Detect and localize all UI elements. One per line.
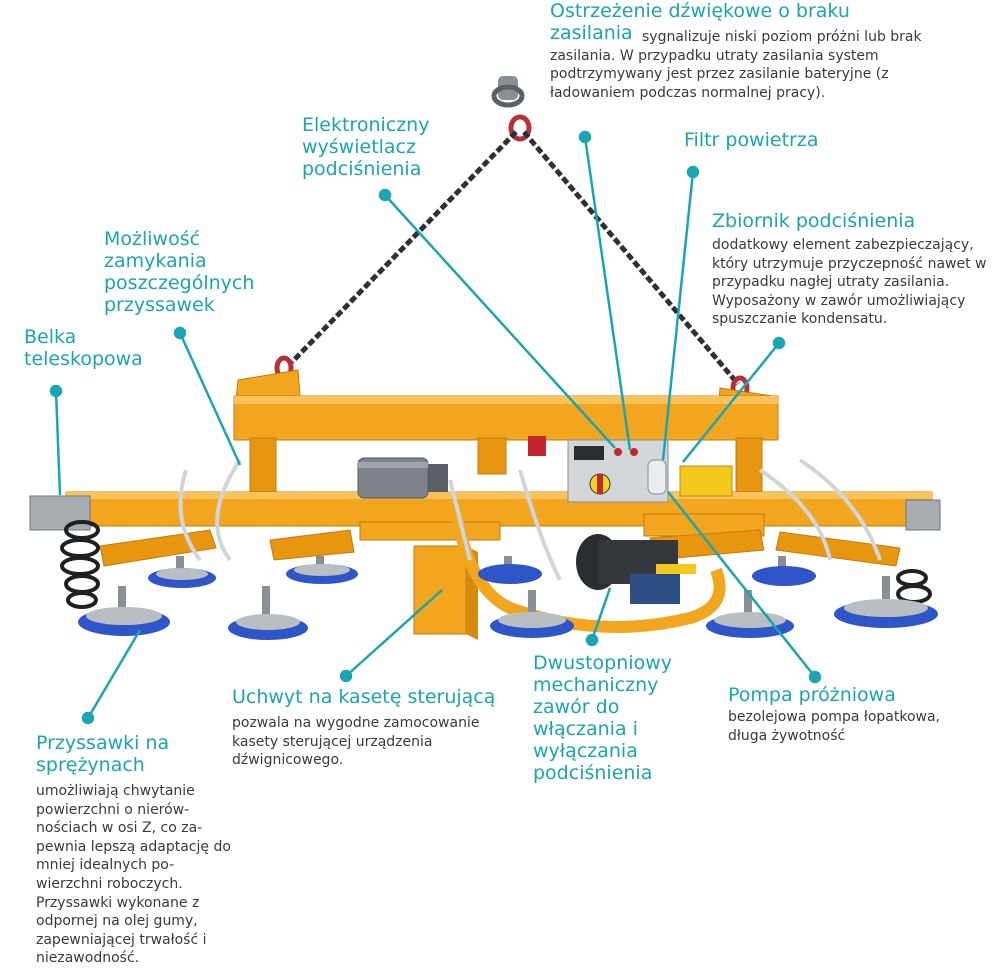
callout-line-tank bbox=[682, 336, 786, 463]
battery-box bbox=[679, 465, 733, 497]
control-box bbox=[528, 436, 669, 503]
motor bbox=[357, 457, 448, 499]
callout-line-closing bbox=[173, 326, 242, 466]
pipe bbox=[450, 510, 726, 633]
callout-valve-title: Dwustopniowy mechaniczny zawór do włącza… bbox=[533, 652, 672, 784]
callout-valve: Dwustopniowy mechaniczny zawór do włącza… bbox=[533, 652, 693, 784]
callout-display-title: Elektroniczny wyświetlacz podciśnienia bbox=[302, 114, 430, 180]
callout-line-filter bbox=[661, 165, 700, 461]
callout-cups-title: Przyssawki na sprężynach bbox=[36, 732, 170, 776]
callout-alarm-desc: sygnalizuje niski poziom próżni lub brak… bbox=[550, 29, 922, 101]
callout-line-valve bbox=[585, 587, 612, 647]
valve-unit bbox=[576, 534, 696, 604]
callout-alarm-desc-wrap: sygnalizuje niski poziom próżni lub brak… bbox=[550, 0, 950, 102]
callout-alarm-title: Ostrzeżenie dźwiękowe o braku zasilania bbox=[550, 0, 850, 44]
callout-line-pump bbox=[667, 491, 822, 684]
crane-hook bbox=[491, 76, 532, 142]
callout-holder: Uchwyt na kasetę sterującą bbox=[232, 686, 532, 708]
callout-filter: Filtr powietrza bbox=[684, 129, 864, 151]
callout-closing: Możliwość zamykania poszczególnych przys… bbox=[104, 228, 274, 316]
callout-pump-desc: bezolejowa pompa łopatkowa, długa żywotn… bbox=[728, 709, 941, 744]
main-beam bbox=[29, 491, 941, 541]
callout-tank-title: Zbiornik podciśnienia bbox=[712, 210, 916, 232]
callout-holder-title: Uchwyt na kasetę sterującą bbox=[232, 686, 496, 708]
callout-alarm: Ostrzeżenie dźwiękowe o braku zasilania bbox=[550, 0, 950, 44]
cross-arms bbox=[99, 529, 901, 567]
callout-filter-title: Filtr powietrza bbox=[684, 129, 819, 151]
callout-holder-desc: pozwala na wygodne zamocowanie kasety st… bbox=[232, 715, 480, 769]
lifting-chains bbox=[290, 130, 740, 386]
callout-tank-desc: dodatkowy element zabezpieczający, który… bbox=[712, 237, 987, 328]
callout-pump-title: Pompa próżniowa bbox=[728, 684, 896, 706]
callout-beam-title: Belka teleskopowa bbox=[24, 326, 143, 370]
callout-cups: Przyssawki na sprężynach bbox=[36, 732, 236, 776]
callout-line-alarm bbox=[578, 130, 632, 451]
callout-closing-title: Możliwość zamykania poszczególnych przys… bbox=[104, 228, 255, 316]
hoses bbox=[178, 458, 882, 581]
callout-tank: Zbiornik podciśnienia bbox=[712, 210, 992, 232]
callout-line-holder bbox=[339, 589, 443, 683]
callout-line-beam bbox=[49, 384, 63, 496]
callout-cups-desc: umożliwiają chwytanie powierzchni o nier… bbox=[36, 783, 231, 967]
callout-pump: Pompa próżniowa bbox=[728, 684, 968, 706]
callout-beam: Belka teleskopowa bbox=[24, 326, 164, 370]
callout-line-display bbox=[378, 188, 616, 449]
upper-frame bbox=[233, 395, 779, 503]
callout-line-cups bbox=[81, 629, 142, 725]
callout-display: Elektroniczny wyświetlacz podciśnienia bbox=[302, 114, 452, 180]
